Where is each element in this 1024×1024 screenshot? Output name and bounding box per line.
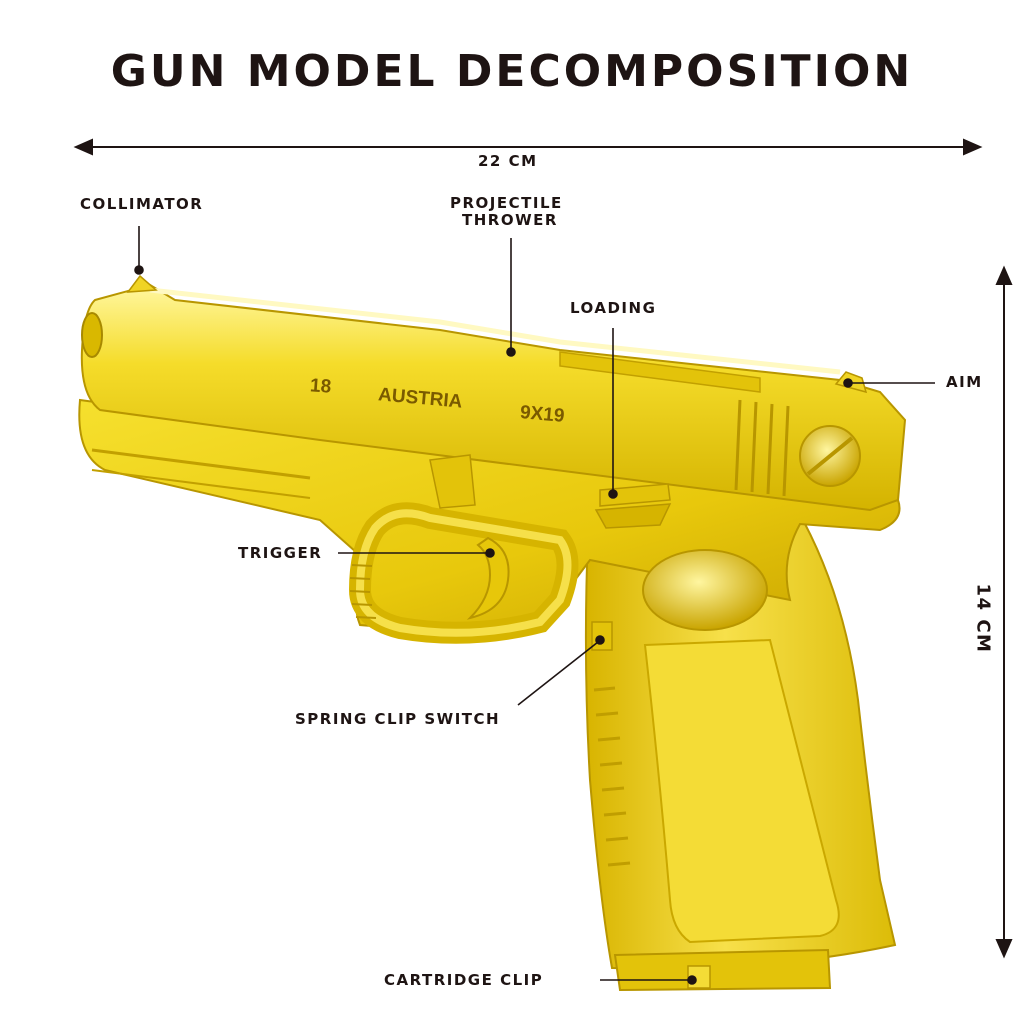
projectile-thrower-label-line2: THROWER: [462, 211, 558, 229]
width-dimension-arrow: [73, 138, 983, 156]
loading-label: LOADING: [570, 299, 657, 317]
callout-lines: [134, 226, 935, 985]
page-title: GUN MODEL DECOMPOSITION: [110, 46, 914, 97]
slide-stop: [429, 454, 476, 509]
collimator-label: COLLIMATOR: [80, 195, 204, 213]
height-dimension-arrow: [995, 265, 1013, 959]
loading-lever: [599, 483, 671, 507]
front-sight: [126, 274, 158, 293]
width-dimension-label: 22 CM: [478, 152, 538, 170]
muzzle: [81, 312, 103, 358]
height-dimension-label: 14 CM: [972, 583, 994, 654]
trigger: [466, 536, 510, 620]
grip-panel: [643, 638, 840, 944]
engraving-model: 18: [309, 375, 332, 398]
cartridge-clip-label: CARTRIDGE CLIP: [384, 971, 544, 989]
pistol-illustration: [78, 274, 907, 992]
aim-label: AIM: [946, 373, 983, 391]
trigger-label: TRIGGER: [238, 544, 323, 562]
spring-clip-switch-label: SPRING CLIP SWITCH: [295, 710, 501, 728]
magazine-base-plate: [613, 948, 832, 992]
engraving-caliber: 9X19: [519, 402, 566, 427]
projectile-thrower-label-line1: PROJECTILE: [450, 194, 563, 212]
frame-bump: [642, 549, 768, 631]
